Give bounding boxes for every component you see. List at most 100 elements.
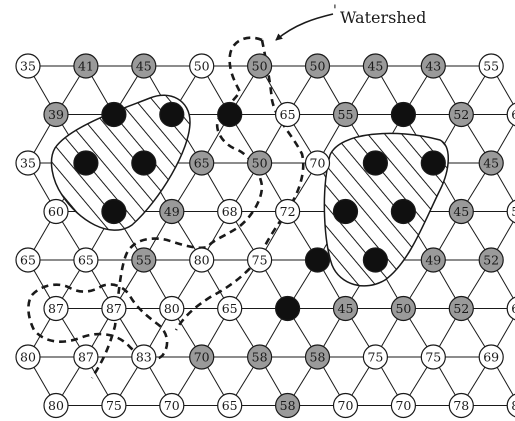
node-circle (43, 101, 69, 128)
node-circle (506, 199, 515, 224)
lattice-node: 83 (131, 344, 157, 370)
lattice-node (304, 247, 331, 273)
node-circle (332, 392, 359, 419)
lattice-node (390, 101, 416, 128)
watershed-pointer-arrow (275, 13, 334, 41)
lattice-node: 70 (332, 392, 359, 419)
node-value: 49 (425, 253, 441, 268)
lattice-node: 65 (275, 101, 301, 128)
node-circle (304, 344, 331, 370)
node-value: 65 (20, 253, 36, 268)
lattice-node (101, 101, 127, 128)
lattice-node: 50 (304, 53, 331, 79)
lattice-node (362, 150, 388, 176)
node-circle (448, 295, 474, 322)
node-circle (43, 392, 69, 419)
lattice-node: 55 (478, 53, 504, 79)
node-circle (217, 295, 243, 322)
lattice-node (159, 101, 185, 128)
lattice-node: 45 (362, 53, 388, 79)
lattice-node (73, 150, 99, 176)
lattice-node (217, 101, 243, 128)
lattice-node: 39 (43, 101, 69, 128)
node-value: 83 (136, 350, 152, 365)
lattice-node: 87 (43, 295, 69, 322)
lattice-node: 45 (448, 198, 474, 225)
node-circle (247, 344, 273, 370)
node-circle (478, 53, 504, 79)
node-circle (506, 102, 515, 127)
node-circle (362, 150, 388, 176)
lattice-node: 58 (304, 344, 331, 370)
node-circle (275, 101, 301, 128)
node-circle (15, 150, 41, 176)
node-circle (448, 392, 474, 419)
node-value: 50 (395, 301, 411, 316)
node-value: 52 (483, 253, 499, 268)
lattice-node: 50 (189, 53, 215, 79)
node-circle (159, 101, 185, 128)
node-value: 80 (20, 350, 36, 365)
node-value: 35 (20, 59, 36, 74)
node-value: 43 (425, 59, 441, 74)
node-circle (101, 295, 127, 322)
node-circle (247, 53, 273, 79)
lattice-node: 65 (15, 247, 41, 273)
node-value: 50 (194, 59, 210, 74)
lattice-node: 70 (304, 150, 331, 176)
node-value: 60 (511, 107, 515, 122)
watershed-label: Watershed (340, 8, 426, 27)
node-circle (189, 344, 215, 370)
node-value: 45 (453, 204, 469, 219)
node-circle (217, 392, 243, 419)
lattice-node: 52 (448, 101, 474, 128)
node-circle (275, 198, 301, 225)
node-circle (304, 150, 331, 176)
lattice-node: 87 (101, 295, 127, 322)
node-value: 87 (48, 301, 64, 316)
node-circle (478, 247, 504, 273)
node-circle (332, 295, 359, 322)
lattice-node: 78 (448, 392, 474, 419)
node-circle (189, 53, 215, 79)
node-circle (131, 150, 157, 176)
node-value: 55 (136, 253, 152, 268)
node-circle (478, 150, 504, 176)
lattice-node: 60 (43, 198, 69, 225)
node-circle (420, 53, 446, 79)
node-circle (390, 392, 416, 419)
node-circle (304, 53, 331, 79)
lattice-node: 75 (247, 247, 273, 273)
lattice-node: 52 (448, 295, 474, 322)
watershed-boundary-right (174, 39, 305, 331)
node-circle (362, 53, 388, 79)
node-circle (189, 150, 215, 176)
lattice-node: 80 (189, 247, 215, 273)
node-circle (159, 392, 185, 419)
node-value: 52 (453, 301, 469, 316)
node-circle (15, 247, 41, 273)
node-value: 80 (164, 301, 180, 316)
lattice-node: 69 (478, 344, 504, 370)
node-value: 45 (367, 59, 383, 74)
node-value: 75 (252, 253, 268, 268)
node-circle (73, 150, 99, 176)
lattice-node: 65 (217, 295, 243, 322)
node-value: 75 (425, 350, 441, 365)
lattice-node: 45 (478, 150, 504, 176)
node-value: 72 (280, 204, 296, 219)
node-value: 65 (194, 156, 210, 171)
node-value: 35 (20, 156, 36, 171)
node-circle (217, 101, 243, 128)
node-circle (332, 101, 359, 128)
lattice-node: 80 (506, 393, 515, 418)
node-value: 55 (483, 59, 499, 74)
lattice-node: 55 (131, 247, 157, 273)
lattice-node: 58 (275, 392, 301, 419)
lattice-node (332, 198, 359, 225)
catchment-regions (50, 94, 449, 287)
node-circle (101, 101, 127, 128)
node-value: 65 (222, 301, 238, 316)
node-circle (420, 150, 446, 176)
node-value: 52 (453, 107, 469, 122)
